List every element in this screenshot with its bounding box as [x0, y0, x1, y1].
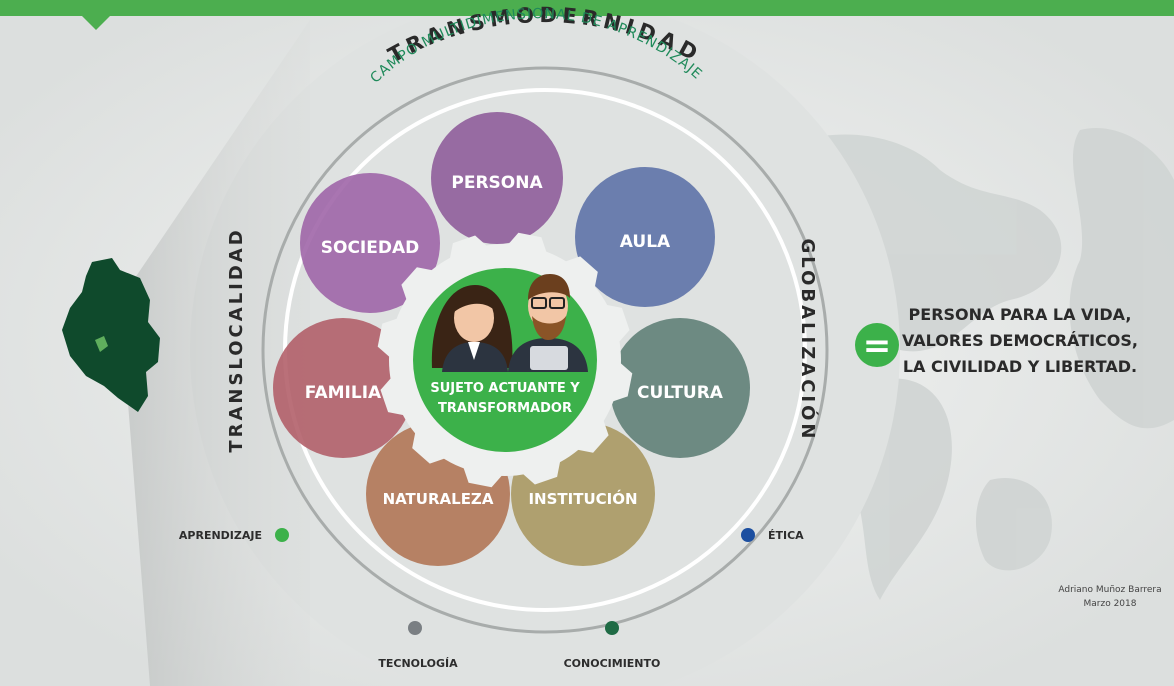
center-label-line2: TRANSFORMADOR — [438, 401, 572, 416]
dot-conocimiento — [605, 621, 619, 635]
petal-label-1: PERSONA — [451, 173, 543, 193]
projection-cone — [120, 20, 310, 686]
petal-label-4: INSTITUCIÓN — [528, 489, 637, 508]
dot-group: APRENDIZAJE TECNOLOGÍA CONOCIMIENTO ÉTIC… — [179, 528, 804, 670]
petal-2 — [575, 167, 715, 307]
center-label-line1: SUJETO ACTUANTE Y — [430, 381, 580, 396]
dot-label-aprendizaje: APRENDIZAJE — [179, 529, 262, 542]
dot-etica — [741, 528, 755, 542]
petal-3 — [610, 318, 750, 458]
dot-ring — [261, 66, 829, 634]
dot-label-etica: ÉTICA — [768, 529, 804, 542]
right-side-title: GLOBALIZACIÓN — [797, 239, 819, 442]
result-line2: VALORES DEMOCRÁTICOS, — [902, 331, 1138, 350]
petal-1 — [431, 112, 563, 244]
result-line3: LA CIVILIDAD Y LIBERTAD. — [903, 357, 1137, 376]
petal-label-3: CULTURA — [637, 383, 724, 403]
left-side-title: TRANSLOCALIDAD — [226, 227, 247, 452]
petal-7 — [300, 173, 440, 313]
petal-label-7: SOCIEDAD — [321, 238, 420, 258]
woman-avatar-icon — [431, 285, 513, 372]
top-bar — [0, 0, 1174, 16]
credit-author: Adriano Muñoz Barrera — [1058, 585, 1161, 595]
petal-group: PERSONA AULA CULTURA INSTITUCIÓN NATURALEZA F… — [273, 112, 750, 566]
petal-6 — [273, 318, 413, 458]
top-bar-pointer — [80, 14, 112, 30]
petal-label-5: NATURALEZA — [383, 490, 494, 508]
equals-circle — [855, 323, 899, 367]
dot-label-tecnologia: TECNOLOGÍA — [378, 657, 458, 670]
equals-icon: = — [863, 326, 892, 366]
dot-label-conocimiento: CONOCIMIENTO — [564, 657, 661, 670]
petal-label-6: FAMILIA — [305, 383, 382, 403]
colombia-map — [62, 258, 160, 412]
dot-tecnologia — [408, 621, 422, 635]
result-line1: PERSONA PARA LA VIDA, — [909, 305, 1132, 324]
credit-date: Marzo 2018 — [1084, 599, 1137, 609]
dot-aprendizaje — [275, 528, 289, 542]
man-avatar-icon — [508, 274, 588, 372]
petal-label-2: AULA — [620, 232, 671, 252]
